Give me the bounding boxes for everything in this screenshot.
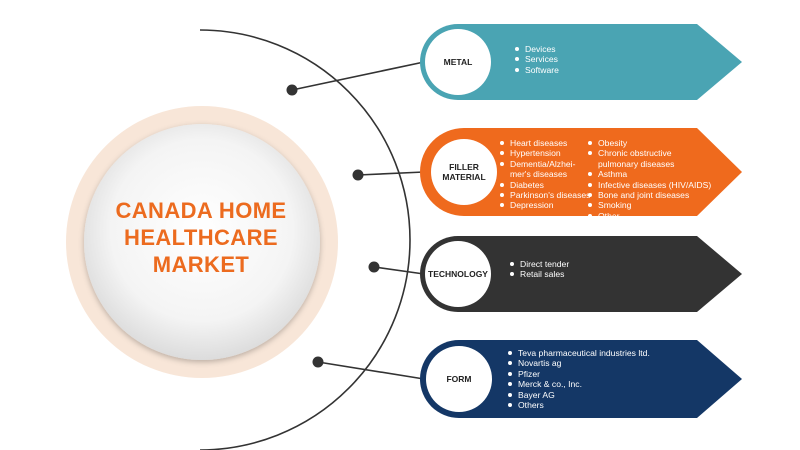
list-item: Retail sales [510, 269, 569, 279]
segment-arrow-technology [420, 236, 742, 312]
segment-arrow-form [420, 340, 742, 418]
list-item: Smoking [588, 200, 711, 210]
list-item: Dementia/Alzhei- mer's diseases [500, 159, 590, 180]
segment-label-circle-filler_material [431, 139, 497, 205]
title-line-1: CANADA HOME [115, 197, 287, 223]
connector-dot-filler_material [352, 169, 364, 181]
list-item: Merck & co., Inc. [508, 379, 650, 389]
list-item: Others [508, 400, 650, 410]
segment-label-circle-form [426, 346, 492, 412]
list-item: Teva pharmaceutical industries ltd. [508, 348, 650, 358]
list-item: Pfizer [508, 369, 650, 379]
center-circle [84, 124, 320, 360]
title-line-2: HEALTHCARE [124, 224, 278, 250]
list-item: Other [588, 211, 711, 221]
list-item: Parkinson's diseases [500, 190, 590, 200]
list-item: Diabetes [500, 180, 590, 190]
title-line-3: MARKET [152, 251, 250, 277]
connector-dot-metal [286, 84, 298, 96]
list-item: Devices [515, 44, 559, 54]
connector-line-form [317, 361, 425, 380]
market-title: CANADA HOME HEALTHCARE MARKET [83, 185, 319, 289]
list-item: Depression [500, 200, 590, 210]
connector-dot-form [312, 356, 324, 368]
connector-dot-technology [368, 261, 380, 273]
segment-items-form-col-1: Teva pharmaceutical industries ltd.Novar… [508, 348, 650, 410]
list-item: Direct tender [510, 259, 569, 269]
connector-line-filler_material [357, 171, 425, 176]
list-item: Asthma [588, 169, 711, 179]
connector-line-technology [373, 266, 425, 275]
connector-arc [199, 29, 411, 450]
list-item: Heart diseases [500, 138, 590, 148]
segment-label-form: FORM [446, 374, 472, 384]
list-item: Services [515, 54, 559, 64]
segment-label-circle-metal [425, 29, 491, 95]
list-item: Hypertension [500, 148, 590, 158]
segment-label-technology: TECHNOLOGY [428, 269, 488, 279]
segment-arrow-metal [420, 24, 742, 100]
list-item: Bone and joint diseases [588, 190, 711, 200]
list-item: Novartis ag [508, 358, 650, 368]
list-item: Chronic obstructive pulmonary diseases [588, 148, 711, 169]
segment-label-filler_material: FILLER MATERIAL [442, 162, 486, 182]
list-item: Bayer AG [508, 390, 650, 400]
list-item: Infective diseases (HIV/AIDS) [588, 180, 711, 190]
segment-label-circle-technology [425, 241, 491, 307]
list-item: Software [515, 65, 559, 75]
connector-line-metal [291, 61, 425, 91]
segment-label-metal: METAL [443, 57, 473, 67]
list-item: Obesity [588, 138, 711, 148]
